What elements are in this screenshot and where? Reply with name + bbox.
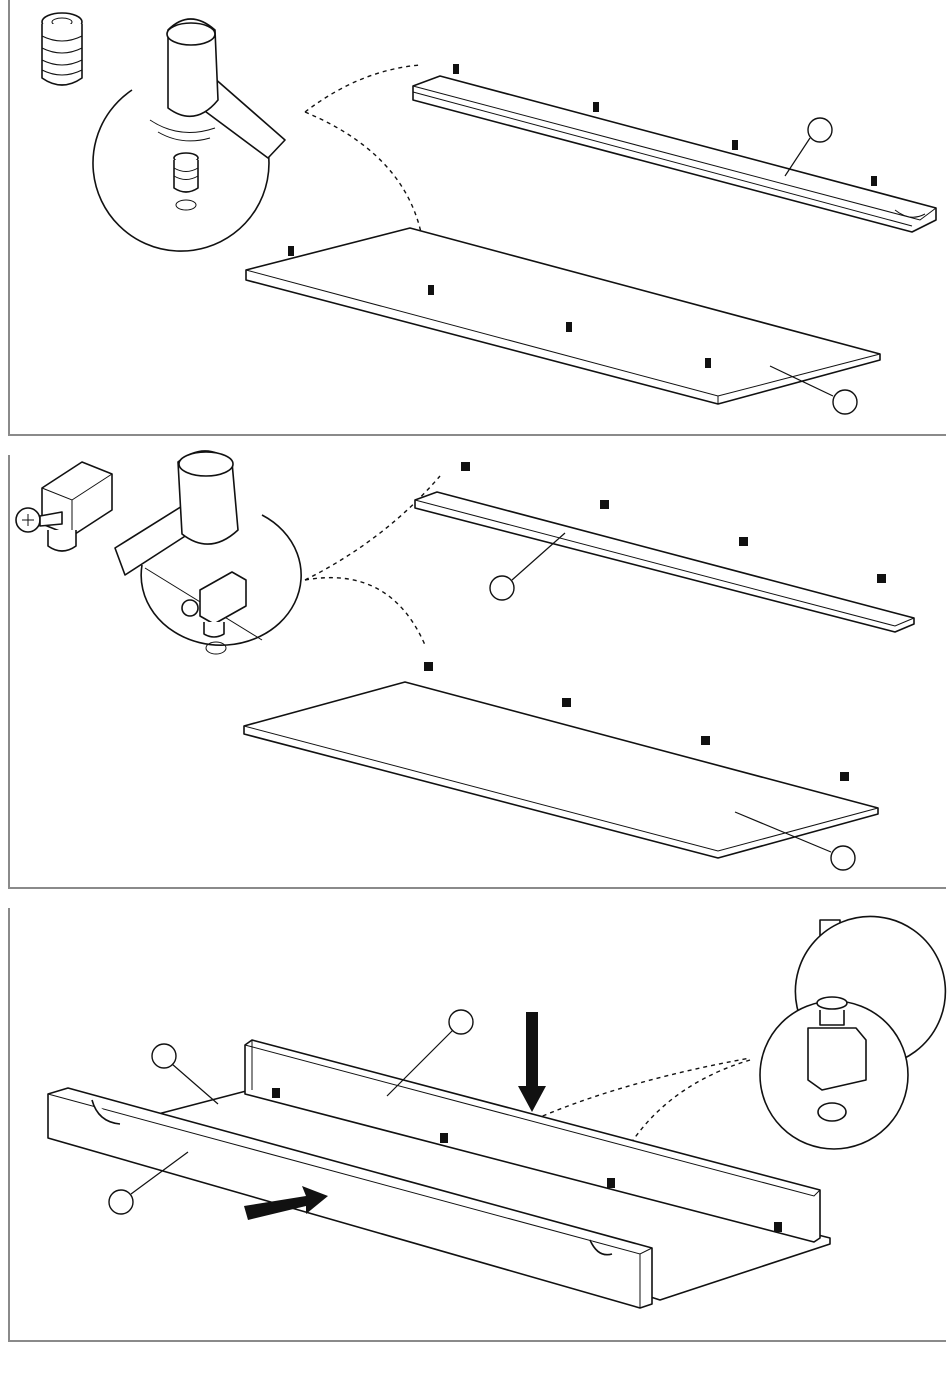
rail-board (413, 76, 936, 232)
step-2-panel (8, 455, 946, 889)
dashed-guide-line (305, 65, 420, 112)
part-callout (785, 118, 832, 176)
dowel-insert-icon (42, 13, 82, 85)
step-3-panel (8, 908, 946, 1342)
bottom-panel-board (246, 228, 880, 404)
